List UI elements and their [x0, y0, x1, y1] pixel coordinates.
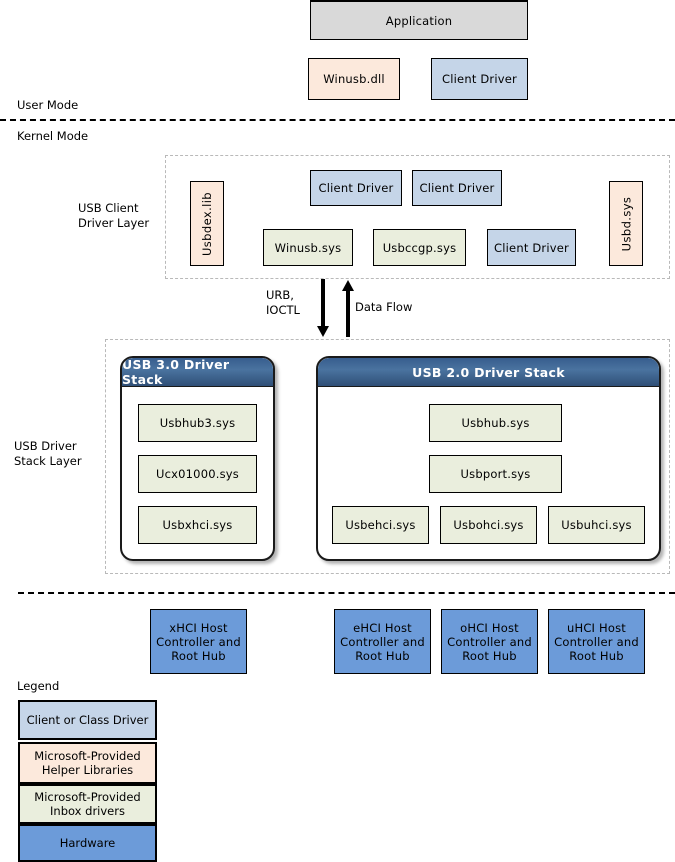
winusb-dll-box: Winusb.dll — [308, 58, 400, 100]
usbuhci-sys-box: Usbuhci.sys — [548, 506, 645, 544]
winusb-sys-box: Winusb.sys — [263, 229, 353, 266]
data-flow-arrow-shaft — [346, 290, 350, 337]
urb-ioctl-label: URB, IOCTL — [266, 288, 300, 317]
usbccgp-sys-box: Usbccgp.sys — [373, 229, 466, 266]
xhci-host-controller-box: xHCI Host Controller and Root Hub — [150, 609, 247, 674]
usbdex-lib-box: Usbdex.lib — [190, 181, 224, 266]
usbd-sys-label: Usbd.sys — [619, 196, 633, 251]
hardware-divider — [18, 592, 675, 594]
user-kernel-divider — [0, 119, 675, 121]
legend-item-helper-libraries: Microsoft-Provided Helper Libraries — [18, 742, 157, 784]
usbehci-sys-box: Usbehci.sys — [332, 506, 429, 544]
client-driver-layer-label: USB Client Driver Layer — [78, 201, 150, 230]
uhci-host-controller-box: uHCI Host Controller and Root Hub — [548, 609, 645, 674]
ucx01000-sys-box: Ucx01000.sys — [138, 455, 257, 493]
data-flow-arrow-head — [342, 280, 354, 291]
legend-title: Legend — [17, 679, 60, 693]
driver-stack-layer-label: USB Driver Stack Layer — [14, 439, 82, 468]
legend-item-hardware: Hardware — [18, 824, 157, 862]
legend-item-client-or-class-driver: Client or Class Driver — [18, 700, 157, 740]
client-driver-box-3: Client Driver — [487, 229, 576, 266]
urb-ioctl-arrow-shaft — [321, 279, 325, 327]
application-box: Application — [310, 0, 528, 40]
usbd-sys-box: Usbd.sys — [609, 181, 643, 266]
usbohci-sys-box: Usbohci.sys — [440, 506, 537, 544]
usbport-sys-box: Usbport.sys — [429, 455, 562, 493]
data-flow-label: Data Flow — [355, 300, 413, 314]
usbxhci-sys-box: Usbxhci.sys — [138, 506, 257, 544]
usb20-driver-stack-title: USB 2.0 Driver Stack — [318, 358, 659, 387]
usb30-driver-stack-title: USB 3.0 Driver Stack — [122, 358, 273, 387]
urb-ioctl-arrow-head — [317, 326, 329, 337]
ehci-host-controller-box: eHCI Host Controller and Root Hub — [334, 609, 431, 674]
user-mode-label: User Mode — [17, 98, 79, 112]
usbhub-sys-box: Usbhub.sys — [429, 404, 562, 442]
usbhub3-sys-box: Usbhub3.sys — [138, 404, 257, 442]
client-driver-box-2: Client Driver — [412, 170, 502, 206]
user-mode-client-driver-box: Client Driver — [431, 58, 528, 100]
usbdex-lib-label: Usbdex.lib — [200, 191, 215, 256]
kernel-mode-label: Kernel Mode — [17, 129, 89, 143]
legend-item-inbox-drivers: Microsoft-Provided Inbox drivers — [18, 784, 157, 824]
ohci-host-controller-box: oHCI Host Controller and Root Hub — [441, 609, 538, 674]
client-driver-box-1: Client Driver — [310, 170, 402, 206]
